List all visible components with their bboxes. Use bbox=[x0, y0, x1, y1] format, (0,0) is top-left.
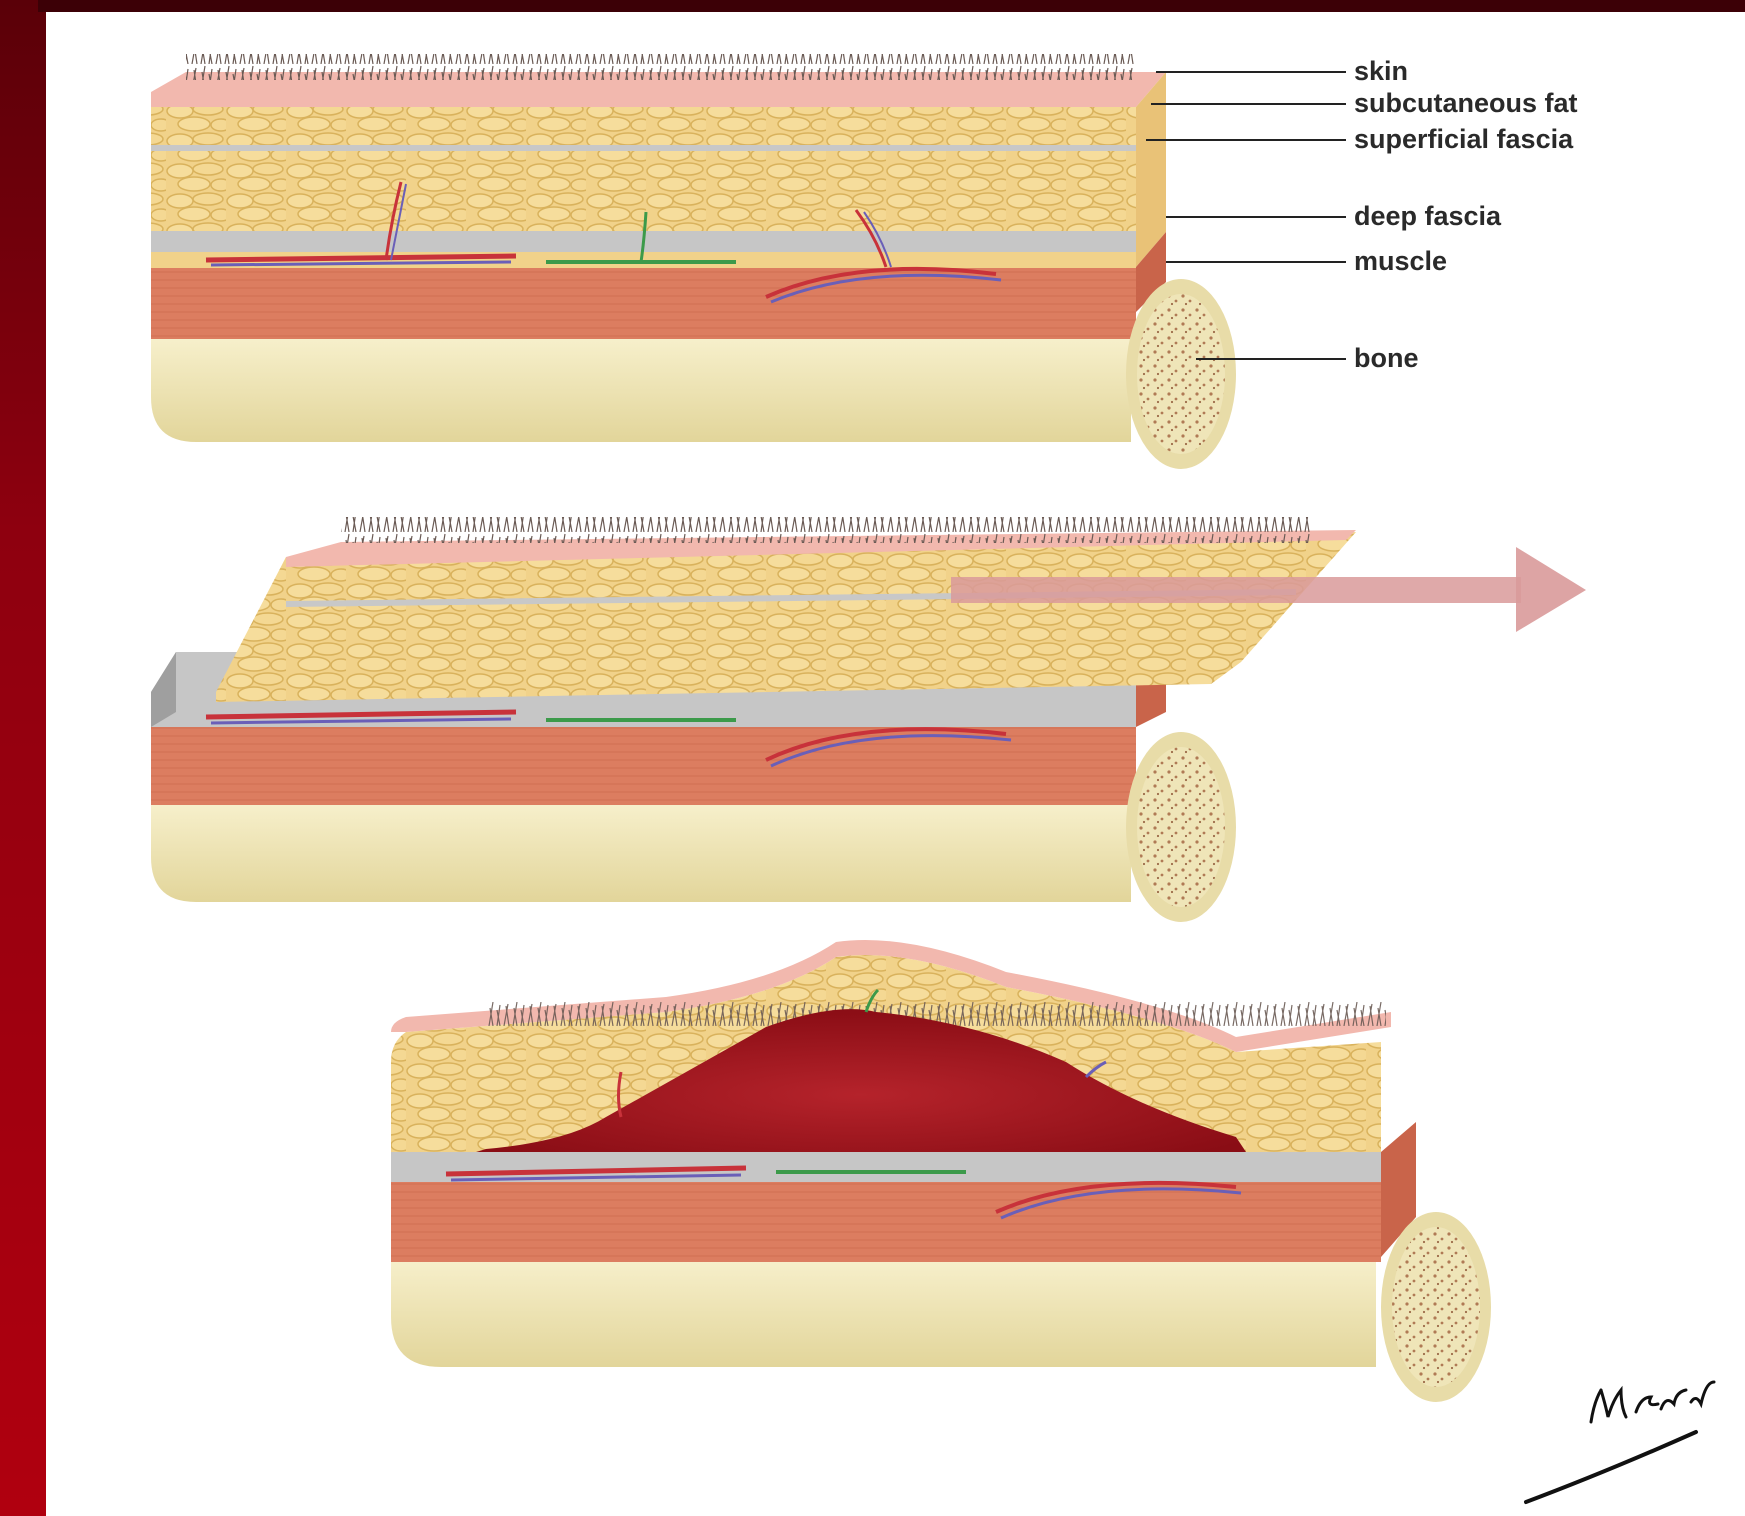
bone-shaft bbox=[151, 337, 1131, 442]
label-bone: bone bbox=[1354, 343, 1419, 373]
panel-hematoma bbox=[391, 940, 1491, 1402]
tissue-diagram: skin subcutaneous fat superficial fascia… bbox=[46, 12, 1745, 1516]
panel-shearing bbox=[151, 517, 1586, 922]
label-muscle: muscle bbox=[1354, 246, 1447, 276]
diagram-canvas: skin subcutaneous fat superficial fascia… bbox=[46, 12, 1745, 1516]
fat-layer bbox=[151, 104, 1136, 231]
superficial-fascia-layer bbox=[151, 145, 1136, 151]
hair bbox=[186, 54, 1136, 80]
artist-signature bbox=[1526, 1382, 1714, 1502]
panel-normal-anatomy bbox=[151, 54, 1236, 469]
label-deep-fascia: deep fascia bbox=[1354, 201, 1502, 231]
label-skin: skin bbox=[1354, 56, 1408, 86]
label-subcutaneous-fat: subcutaneous fat bbox=[1354, 88, 1578, 118]
label-superficial-fascia: superficial fascia bbox=[1354, 124, 1574, 154]
